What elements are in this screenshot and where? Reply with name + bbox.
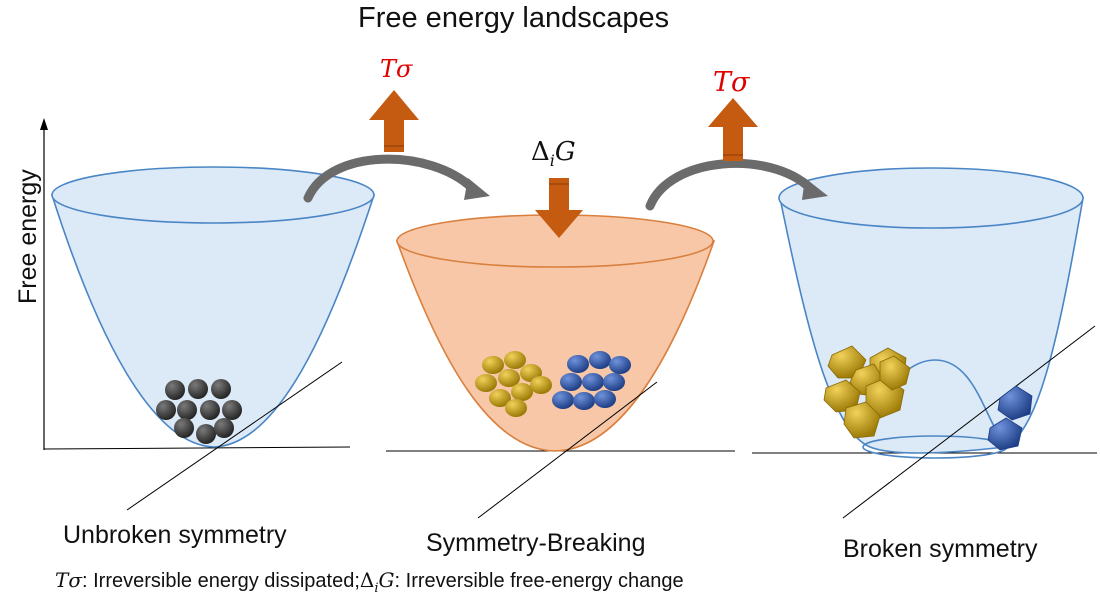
caption-t-sigma-text: : Irreversible energy dissipated; xyxy=(82,570,360,592)
diagonal-line-left xyxy=(126,361,343,511)
delta-variable: G xyxy=(554,137,576,167)
diagonal-line-middle xyxy=(477,381,658,519)
funnel-unbroken-rim xyxy=(51,166,375,224)
particles-blue xyxy=(552,351,631,410)
particles-black xyxy=(156,379,242,444)
caption-t-sigma: Tσ xyxy=(55,568,82,592)
delta-subscript: i xyxy=(549,151,555,171)
diagram-title: Free energy landscapes xyxy=(358,2,670,34)
y-axis-arrowhead xyxy=(40,118,48,130)
t-sigma-label-right: Tσ xyxy=(713,67,750,98)
funnel-broken xyxy=(779,197,1084,454)
funnel-broken-rim xyxy=(778,167,1084,229)
y-axis-label: Free energy xyxy=(14,169,42,304)
stage-label-broken: Broken symmetry xyxy=(843,535,1038,563)
baseline-left xyxy=(43,446,351,450)
transition-arrow-left-head xyxy=(464,178,490,200)
t-sigma-arrow-right xyxy=(708,98,758,161)
t-sigma-arrow-left xyxy=(369,90,419,152)
transition-arrow-right xyxy=(645,159,815,211)
caption-delta-var: G xyxy=(378,568,395,592)
transition-arrow-left xyxy=(303,154,477,203)
delta-symbol: Δ xyxy=(531,137,550,167)
caption-delta-sub: i xyxy=(374,581,379,596)
caption-delta: Δ xyxy=(359,568,375,592)
transition-arrow-right-head xyxy=(802,178,828,200)
crystals-gold xyxy=(823,345,911,439)
stage-label-unbroken: Unbroken symmetry xyxy=(63,521,287,549)
stage-label-symmetry-breaking: Symmetry-Breaking xyxy=(426,529,646,557)
diagonal-line-right xyxy=(842,325,1096,519)
delta-g-label: ΔiG xyxy=(531,136,576,170)
particles-gold xyxy=(475,351,552,417)
crystals-blue xyxy=(987,385,1033,451)
delta-g-arrow xyxy=(535,178,583,238)
funnel-symmetry-breaking xyxy=(395,240,716,452)
caption-delta-text: : Irreversible free-energy change xyxy=(394,570,684,592)
caption: Tσ: Irreversible energy dissipated;ΔiG: … xyxy=(55,568,684,596)
t-sigma-label-left: Tσ xyxy=(380,55,413,83)
funnel-unbroken xyxy=(50,194,376,448)
